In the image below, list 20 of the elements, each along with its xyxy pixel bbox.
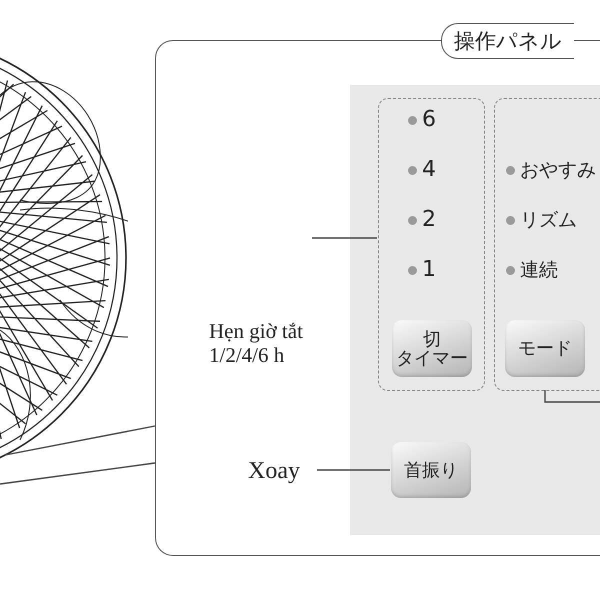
callout-line: [0, 462, 156, 485]
indicator-label: 1: [422, 257, 436, 283]
callout-line: [5, 425, 156, 456]
indicator-label: リズム: [520, 208, 577, 233]
mode-group-frame: [494, 98, 600, 391]
timer-group-frame: [378, 98, 485, 391]
indicator-label: 4: [422, 157, 436, 183]
indicator-label: おやすみ: [520, 158, 596, 183]
leader-line: [317, 469, 390, 471]
leader-line: [544, 390, 600, 403]
timer-button: 切 タイマー: [392, 320, 472, 377]
feature-text: Hẹn giờ tắt 1/2/4/6 h: [209, 319, 304, 367]
indicator-label: 連続: [520, 258, 558, 283]
feature-text: Xoay: [248, 457, 318, 485]
indicator-label: 6: [422, 107, 436, 133]
swing-button: 首振り: [391, 442, 471, 498]
panel-title-tab: 操作パネル: [441, 23, 574, 59]
leader-line: [312, 237, 377, 239]
indicator-label: 2: [422, 207, 436, 233]
mode-button: モード: [505, 320, 585, 377]
